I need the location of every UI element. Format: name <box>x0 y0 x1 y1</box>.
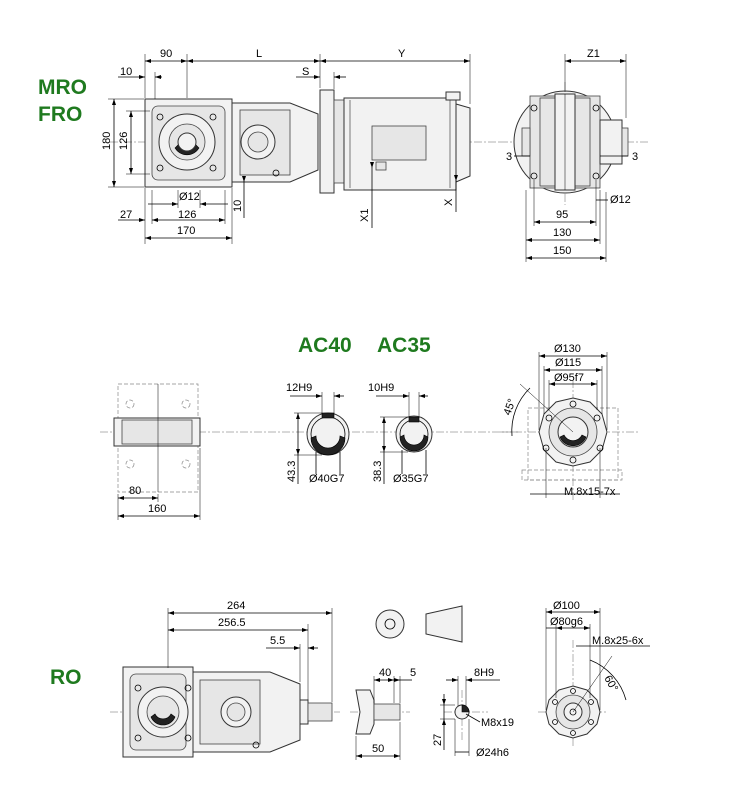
dim-S: S <box>302 66 309 78</box>
dim-M8x19: M8x19 <box>481 717 514 729</box>
dim-27: 27 <box>120 209 132 221</box>
dim-phi130: Ø130 <box>554 343 581 355</box>
ro-shaft-detail: 40 5 50 <box>350 667 416 760</box>
dim-95: 95 <box>556 209 568 221</box>
dim-180: 180 <box>101 132 113 150</box>
mro-front-view <box>110 89 500 194</box>
dim-10: 10 <box>120 66 132 78</box>
mro-side-dimensions: Z1 3 3 95 Ø12 130 150 <box>506 48 638 262</box>
dim-3-right: 3 <box>632 151 638 163</box>
label-ac40: AC40 <box>298 334 352 357</box>
dim-X: X <box>443 198 455 206</box>
mro-side-view <box>500 82 650 205</box>
ac40-bore-section: 12H9 43.3 Ø40G7 <box>286 382 350 485</box>
label-ac35: AC35 <box>377 334 431 357</box>
dim-27-shaft: 27 <box>432 734 444 746</box>
flange-view <box>500 380 640 500</box>
ac40-key-height: 43.3 <box>286 461 298 482</box>
dim-phi24h6: Ø24h6 <box>476 747 509 759</box>
ac35-key-width: 10H9 <box>368 382 394 394</box>
ac35-bore-section: 10H9 38.3 Ø35G7 <box>368 382 433 485</box>
dim-80: 80 <box>129 485 141 497</box>
ac-top-dimensions: 80 160 <box>117 448 201 520</box>
flange-dimensions: Ø130 Ø115 Ø95f7 45° M.8x15-7x <box>502 343 620 498</box>
dim-150: 150 <box>553 245 571 257</box>
ro-front-view <box>110 666 340 758</box>
ro-front-dimensions: 264 256.5 5.5 <box>167 600 333 702</box>
ac40-bore-diameter: Ø40G7 <box>309 473 344 485</box>
dim-M8x15: M.8x15-7x <box>564 486 616 498</box>
dim-126-horizontal: 126 <box>178 209 196 221</box>
dim-50: 50 <box>372 743 384 755</box>
dim-40: 40 <box>379 667 391 679</box>
dim-M8x25: M.8x25-6x <box>592 635 644 647</box>
dim-10-bottom: 10 <box>232 200 244 212</box>
dim-5-5: 5.5 <box>270 635 285 647</box>
dim-phi115: Ø115 <box>555 357 581 369</box>
dim-Y: Y <box>398 48 406 60</box>
dim-45-deg: 45° <box>502 397 519 417</box>
dim-256-5: 256.5 <box>218 617 246 629</box>
dim-90: 90 <box>160 48 172 60</box>
dim-phi80g6: Ø80g6 <box>550 616 583 628</box>
dim-phi12: Ø12 <box>179 191 200 203</box>
dim-phi100: Ø100 <box>553 600 580 612</box>
dim-Z1: Z1 <box>587 48 600 60</box>
ac40-key-width: 12H9 <box>286 382 312 394</box>
dim-phi95f7: Ø95f7 <box>554 372 584 384</box>
dim-8H9: 8H9 <box>474 667 494 679</box>
dim-170: 170 <box>177 225 195 237</box>
ac35-key-height: 38.3 <box>372 461 384 482</box>
dim-264: 264 <box>227 600 245 612</box>
dim-126-vertical: 126 <box>118 132 130 150</box>
dim-160: 160 <box>148 503 166 515</box>
dim-3-left: 3 <box>506 151 512 163</box>
dim-5: 5 <box>410 667 416 679</box>
dim-side-phi12: Ø12 <box>610 194 631 206</box>
dim-130: 130 <box>553 227 571 239</box>
ro-cover-sketch <box>375 605 463 643</box>
label-fro: FRO <box>38 103 82 126</box>
ro-flange-view <box>538 640 608 748</box>
ac35-bore-diameter: Ø35G7 <box>393 473 428 485</box>
ro-shaft-section: 8H9 27 M8x19 Ø24h6 <box>432 667 514 759</box>
dim-L: L <box>256 48 262 60</box>
dim-60-deg: 60° <box>601 674 620 694</box>
dim-X1: X1 <box>359 209 371 222</box>
mro-front-dimensions: 90 L Y 10 S 180 126 Ø12 <box>101 48 471 244</box>
label-ro: RO <box>50 666 82 689</box>
label-mro: MRO <box>38 76 87 99</box>
